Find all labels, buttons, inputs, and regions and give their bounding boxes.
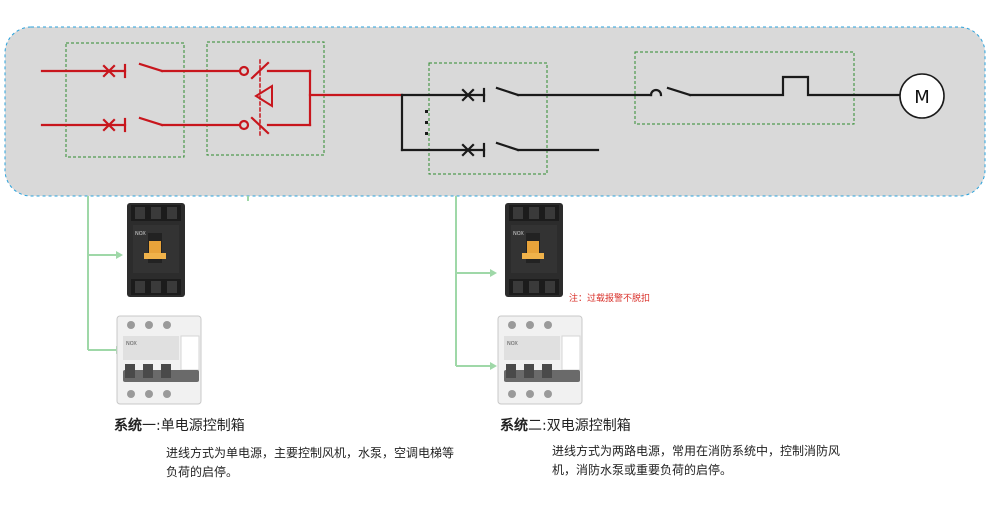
schematic-panel (4, 26, 986, 197)
mccb-brand: NOX (513, 231, 524, 237)
ats-contact-bottom (238, 119, 250, 131)
mccb-top-terminal (167, 207, 177, 219)
system1-title-lead: 系统 (114, 418, 142, 434)
mccb-brand: NOX (135, 231, 146, 237)
system2-title: 系统二:双电源控制箱 (500, 415, 631, 435)
mcb-screw (145, 321, 153, 329)
branch-2-blade (495, 141, 520, 152)
mccb-bottom-terminal (167, 281, 177, 293)
ats-blade-top (250, 61, 270, 80)
group-box-input-switches (65, 42, 185, 158)
mcb-brand: NOX (507, 341, 518, 347)
thermal-blade (666, 86, 692, 97)
mcb-brand: NOX (126, 341, 137, 347)
continuation-dots (425, 110, 428, 135)
mcb-screw (508, 390, 516, 398)
mccb-top-terminal (151, 207, 161, 219)
mcb-screw (163, 321, 171, 329)
mcb-toggle (524, 364, 534, 378)
branch-1-blade (495, 86, 520, 97)
mccb-top-terminal (513, 207, 523, 219)
mcb-device-2: NOX (497, 315, 583, 405)
mccb-bottom-terminal (529, 281, 539, 293)
mcb-toggle (161, 364, 171, 378)
ats-triangle (254, 84, 273, 108)
overload-note: 注：过载报警不脱扣 (569, 294, 651, 304)
mcb-device-1: NOX (116, 315, 202, 405)
branch-1-cross-b (461, 88, 475, 102)
mcb-side-panel (180, 335, 200, 371)
system1-title-rest: 一:单电源控制箱 (142, 418, 245, 434)
mcb-toggle (143, 364, 153, 378)
load-circuit (400, 75, 902, 158)
motor-label: M (914, 87, 930, 108)
connector-lines (87, 196, 490, 367)
mccb-handle-base (522, 253, 544, 259)
mcb-screw (127, 321, 135, 329)
system1-description: 进线方式为单电源，主要控制风机，水泵，空调电梯等负荷的启停。 (166, 446, 455, 479)
breaker-1-cross-b (102, 64, 116, 78)
mcb-screw (508, 321, 516, 329)
system2-title-rest: 二:双电源控制箱 (528, 418, 631, 434)
dot (425, 121, 428, 124)
mcb-screw (544, 321, 552, 329)
group-box-output-switches (428, 62, 548, 175)
thermal-relay-element (688, 75, 902, 97)
mcb-label-plate (504, 336, 560, 360)
group-box-thermal-relay (634, 51, 855, 125)
system1-title: 系统一:单电源控制箱 (114, 415, 245, 435)
mcb-toggle (542, 364, 552, 378)
mccb-bottom-terminal (151, 281, 161, 293)
mcb-toggle (125, 364, 135, 378)
dot (425, 132, 428, 135)
breaker-2-blade (138, 116, 164, 127)
mcb-screw (127, 390, 135, 398)
power-circuit (40, 59, 404, 137)
mcb-screw (145, 390, 153, 398)
mccb-top-terminal (529, 207, 539, 219)
mccb-bottom-terminal (135, 281, 145, 293)
mcb-toggle (506, 364, 516, 378)
arrow-head (490, 362, 497, 370)
mcb-side-panel (561, 335, 581, 371)
mccb-bottom-terminal (513, 281, 523, 293)
mccb-device-1: NOX (127, 203, 185, 297)
thermal-contact (649, 88, 663, 97)
mccb-handle-base (144, 253, 166, 259)
mcb-label-plate (123, 336, 179, 360)
mccb-top-terminal (545, 207, 555, 219)
mcb-screw (544, 390, 552, 398)
mccb-top-terminal (135, 207, 145, 219)
breaker-1-blade (138, 62, 164, 73)
arrow-head (490, 269, 497, 277)
mcb-screw (163, 390, 171, 398)
mcb-screw (526, 390, 534, 398)
dot (425, 110, 428, 113)
component-group-boxes (65, 41, 855, 175)
arrow-head (116, 251, 123, 259)
motor-symbol (899, 73, 945, 119)
system2-title-lead: 系统 (500, 418, 528, 434)
branch-2-cross-b (461, 143, 475, 157)
ats-contact-top (238, 65, 250, 77)
mccb-device-2: NOX (505, 203, 563, 297)
system2-description: 进线方式为两路电源，常用在消防系统中，控制消防风机，消防水泵或重要负荷的启停。 (552, 444, 841, 477)
mccb-bottom-terminal (545, 281, 555, 293)
mcb-screw (526, 321, 534, 329)
breaker-2-cross-b (102, 118, 116, 132)
